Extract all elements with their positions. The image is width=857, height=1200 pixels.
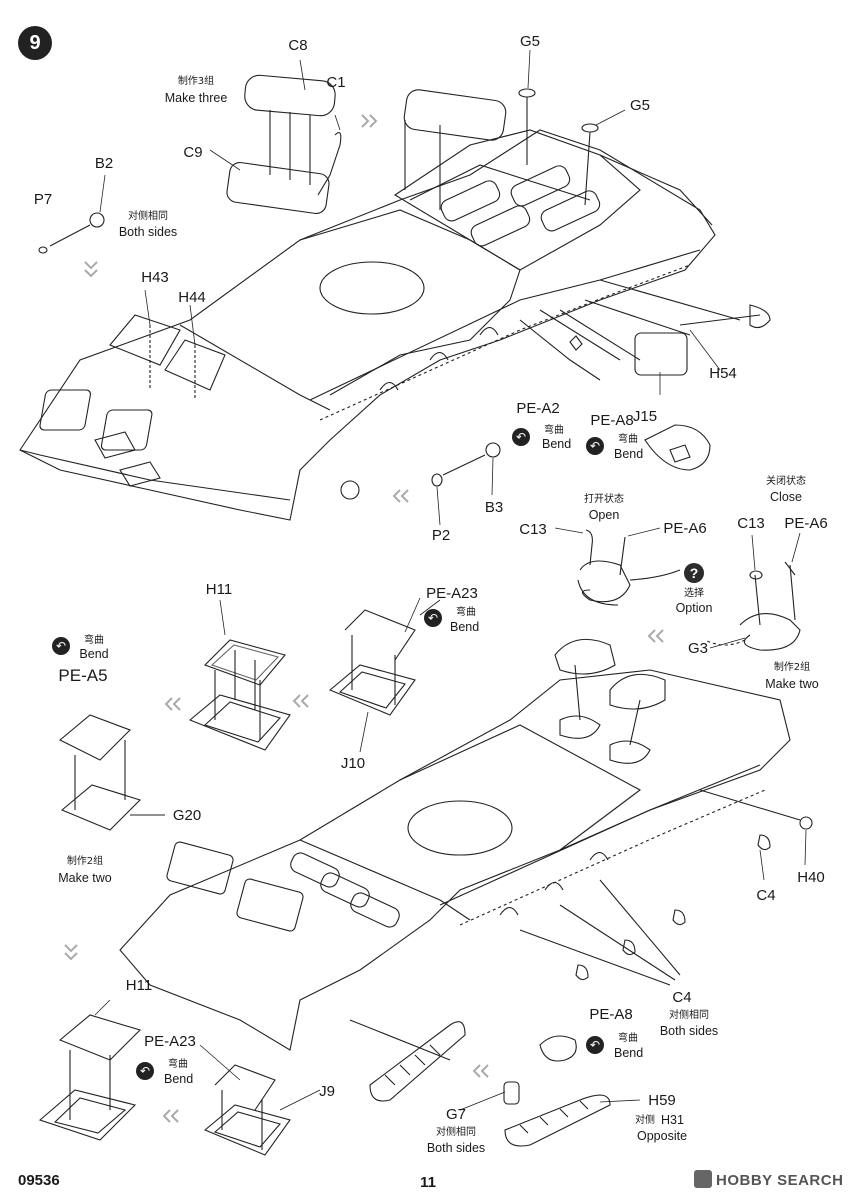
bend-icon-pe-a2: ↶: [512, 428, 530, 446]
watermark-text: HOBBY SEARCH: [716, 1172, 844, 1189]
label-H44: H44: [178, 289, 206, 306]
label-C4-right: C4: [756, 887, 776, 904]
note-make-three-en: Make three: [164, 91, 228, 105]
note-bend-cn-pe-a2: 弯曲: [544, 425, 564, 436]
note-both-sides-en-top: Both sides: [118, 225, 178, 239]
label-H11-top: H11: [205, 581, 233, 598]
bend-icon-pe-a8-bottom: ↶: [586, 1036, 604, 1054]
note-close-en: Close: [770, 490, 802, 504]
label-H43: H43: [141, 269, 169, 286]
watermark: HOBBY SEARCH: [694, 1170, 843, 1189]
lower-hull-drawing: [38, 638, 813, 1156]
watermark-logo-icon: [694, 1170, 712, 1188]
note-both-sides-cn-c4: 对侧相同: [669, 1010, 709, 1021]
note-open-cn: 打开状态: [584, 494, 624, 505]
note-bend-cn-pe-a8-top: 弯曲: [618, 434, 638, 445]
label-H54: H54: [709, 365, 737, 382]
label-H59: H59: [648, 1092, 676, 1109]
note-opposite-en: Opposite: [636, 1129, 688, 1143]
note-bend-en-pe-a8-top: Bend: [614, 447, 644, 461]
bend-icon-pe-a5: ↶: [52, 637, 70, 655]
bend-icon-pe-a23-top: ↶: [424, 609, 442, 627]
option-icon: ?: [684, 563, 704, 583]
label-C4-bottom: C4: [672, 989, 692, 1006]
note-option-cn: 选择: [684, 588, 704, 599]
note-bend-cn-pe-a8-bottom: 弯曲: [618, 1033, 638, 1044]
label-H11-bottom: H11: [125, 977, 153, 994]
note-bend-cn-pe-a5: 弯曲: [84, 635, 104, 646]
note-make-three-cn: 制作3组: [177, 76, 215, 87]
label-PE-A23-top: PE-A23: [426, 585, 478, 602]
label-B3: B3: [484, 499, 504, 516]
label-C13-close: C13: [737, 515, 765, 532]
bend-icon-pe-a8-top: ↶: [586, 437, 604, 455]
label-PE-A8-top: PE-A8: [590, 412, 634, 429]
upper-hull-drawing: [19, 74, 771, 521]
kit-code: 09536: [18, 1172, 60, 1189]
step-number-badge: 9: [18, 26, 52, 60]
label-H40: H40: [797, 869, 825, 886]
note-bend-cn-pe-a23-bottom: 弯曲: [168, 1059, 188, 1070]
label-C9: C9: [183, 144, 203, 161]
label-J9: J9: [319, 1083, 335, 1100]
label-PE-A23-bottom: PE-A23: [144, 1033, 196, 1050]
label-P7: P7: [33, 191, 53, 208]
note-open-en: Open: [588, 508, 620, 522]
note-bend-en-pe-a2: Bend: [542, 437, 572, 451]
hatch-options-drawing: [577, 529, 801, 651]
label-C8: C8: [288, 37, 308, 54]
note-make-two-en-left: Make two: [58, 871, 112, 885]
note-option-en: Option: [675, 601, 713, 615]
label-C1: C1: [326, 74, 346, 91]
note-opposite-part: H31: [661, 1113, 684, 1127]
note-bend-en-pe-a8-bottom: Bend: [614, 1046, 644, 1060]
note-opposite-cn: 对侧: [635, 1115, 655, 1126]
note-both-sides-en-g7: Both sides: [426, 1141, 486, 1155]
label-B2: B2: [94, 155, 114, 172]
note-bend-cn-pe-a23-top: 弯曲: [456, 607, 476, 618]
label-G5-top: G5: [519, 33, 541, 50]
label-PE-A8-bottom: PE-A8: [589, 1006, 633, 1023]
note-make-two-en-right: Make two: [765, 677, 819, 691]
label-PE-A5: PE-A5: [58, 666, 108, 685]
bend-icon-pe-a23-bottom: ↶: [136, 1062, 154, 1080]
label-C13-open: C13: [519, 521, 547, 538]
note-close-cn: 关闭状态: [766, 476, 806, 487]
note-both-sides-en-c4: Both sides: [659, 1024, 719, 1038]
label-J15: J15: [632, 408, 658, 425]
label-G20: G20: [172, 807, 202, 824]
label-P2: P2: [431, 527, 451, 544]
label-PE-A6-open: PE-A6: [663, 520, 707, 537]
note-make-two-cn-left: 制作2组: [66, 856, 104, 867]
label-PE-A2: PE-A2: [516, 400, 560, 417]
note-bend-en-pe-a23-bottom: Bend: [164, 1072, 194, 1086]
label-G7: G7: [445, 1106, 467, 1123]
label-G3: G3: [687, 640, 709, 657]
label-J10: J10: [340, 755, 366, 772]
note-bend-en-pe-a5: Bend: [79, 647, 109, 661]
note-both-sides-cn-top: 对侧相同: [128, 211, 168, 222]
note-both-sides-cn-g7: 对侧相同: [436, 1127, 476, 1138]
label-G5-right: G5: [629, 97, 651, 114]
note-bend-en-pe-a23-top: Bend: [450, 620, 480, 634]
note-make-two-cn-right: 制作2组: [773, 662, 811, 673]
grille-assemblies-drawing: [59, 114, 664, 1123]
page-number: 11: [420, 1174, 436, 1191]
label-PE-A6-close: PE-A6: [784, 515, 828, 532]
